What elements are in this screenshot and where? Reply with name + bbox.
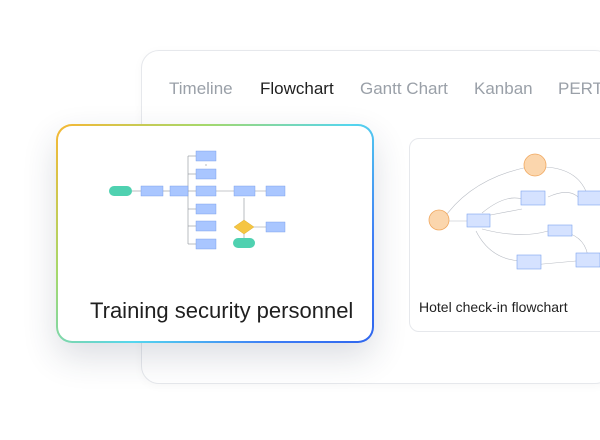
template-card-training-security[interactable]: Training security personnel: [56, 124, 374, 343]
template-card-hotel-check-in[interactable]: Hotel check-in flowchart: [409, 138, 600, 332]
tab-gantt-chart[interactable]: Gantt Chart: [360, 79, 448, 98]
training-node-5: [265, 221, 286, 233]
hotel-node-b: [577, 190, 600, 206]
training-node-1: [140, 185, 164, 197]
training-node-4: [265, 185, 286, 197]
hotel-node-circle-start: [428, 209, 450, 231]
hotel-node-a: [520, 190, 546, 206]
training-node-branch-6: [195, 238, 217, 250]
training-start-node: [109, 186, 132, 196]
training-node-branch-1: [195, 150, 217, 162]
training-decision-node: [233, 219, 255, 235]
hotel-node-d: [516, 254, 542, 270]
training-node-branch-2: [195, 168, 217, 180]
tab-flowchart[interactable]: Flowchart: [260, 79, 334, 98]
tab-pert[interactable]: PERT: [558, 79, 600, 98]
tab-timeline[interactable]: Timeline: [169, 79, 233, 98]
training-end-node: [233, 238, 255, 248]
template-caption: Hotel check-in flowchart: [419, 299, 568, 315]
training-node-3: [233, 185, 256, 197]
training-node-branch-4: [195, 203, 217, 215]
template-card-body: Training security personnel: [58, 126, 372, 341]
template-caption: Training security personnel: [90, 298, 354, 323]
hotel-node-checkin: [466, 213, 491, 228]
hotel-node-c: [547, 224, 573, 237]
training-node-branch-3: [195, 185, 217, 197]
training-node-2: [169, 185, 189, 197]
hotel-flowchart-thumbnail: [428, 153, 600, 270]
tab-kanban[interactable]: Kanban: [474, 79, 533, 98]
training-flowchart-thumbnail: [109, 150, 286, 250]
hotel-node-e: [575, 252, 600, 268]
training-node-branch-5: [195, 220, 217, 232]
hotel-node-circle-top: [523, 153, 547, 177]
